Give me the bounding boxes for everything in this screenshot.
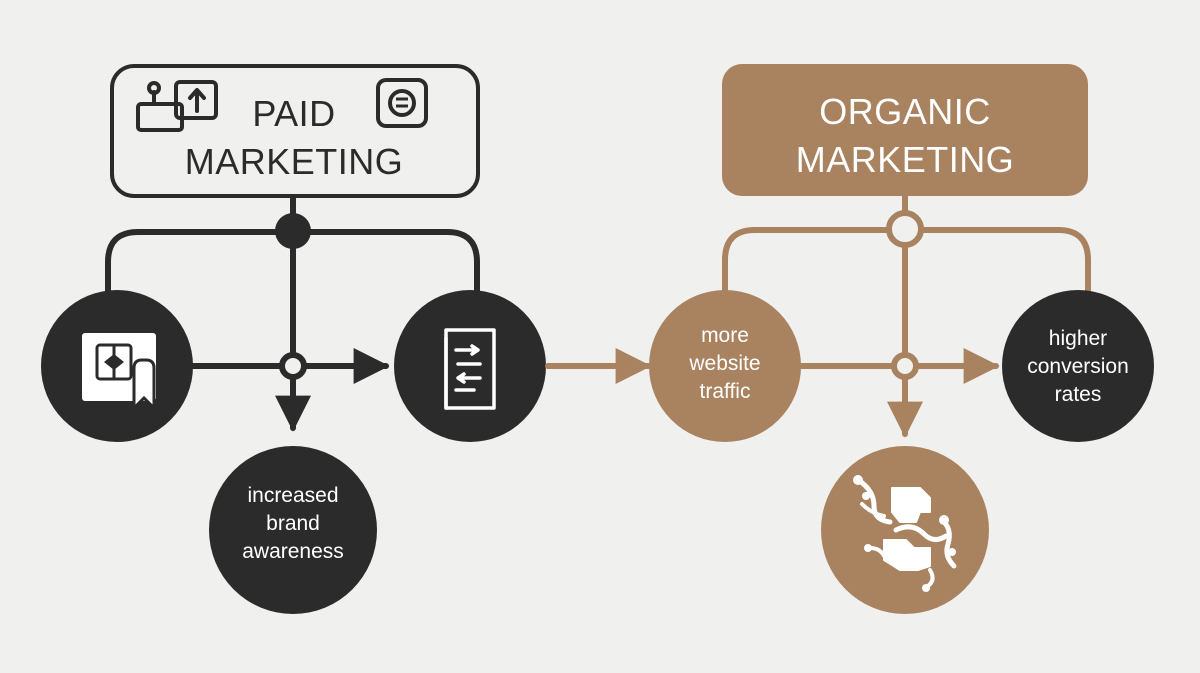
organic-conversion-line1: higher [1049,327,1107,350]
ad-sign-icon [136,80,218,132]
organic-hub-node [891,352,919,380]
menu-badge-icon [376,78,428,128]
paid-title-line2: MARKETING [185,141,404,182]
ad-frame-icon [82,333,156,412]
organic-junction-node [886,210,924,248]
organic-title-line1: ORGANIC [819,91,991,132]
paid-source-node [41,290,193,442]
paid-outcome-line1: increased [247,484,338,507]
organic-traffic-line3: traffic [700,380,751,403]
organic-conversion-line3: rates [1055,383,1102,406]
organic-conversion-line2: conversion [1027,355,1129,378]
organic-growth-node [821,446,989,614]
paid-title-line1: PAID [252,93,335,134]
paid-outcome-line2: brand [266,512,320,535]
document-icon [444,328,496,410]
organic-header-box: ORGANIC MARKETING [722,64,1088,196]
organic-traffic-node: more website traffic [649,290,801,442]
organic-conversion-node: higher conversion rates [1002,290,1154,442]
organic-header-frame [722,64,1088,196]
paid-outcome-line3: awareness [242,540,344,563]
paid-outcome-node: increased brand awareness [209,446,377,614]
paid-junction-dot [275,213,311,249]
paid-target-node [394,290,546,442]
organic-traffic-line2: website [688,352,760,375]
organic-growth-icon [853,475,957,592]
paid-header-box: PAID MARKETING [110,64,480,198]
organic-traffic-line1: more [701,324,749,347]
paid-hub-node [279,352,307,380]
organic-title-line2: MARKETING [796,139,1015,180]
